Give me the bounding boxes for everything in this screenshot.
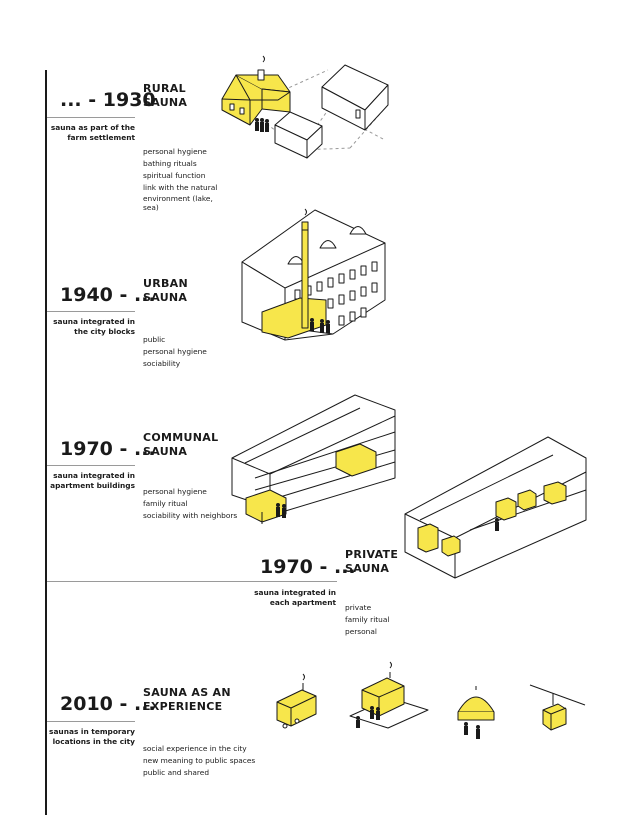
- era-year: 2010 - ...: [60, 693, 156, 715]
- feature-item: sociability with neighbors: [143, 511, 238, 520]
- timeline-axis: [45, 70, 47, 815]
- caption-line: sauna integrated in: [53, 471, 135, 480]
- feature-item: private: [345, 603, 372, 612]
- feature-item: environment (lake,: [143, 194, 213, 203]
- caption-line: saunas in temporary: [49, 727, 135, 736]
- urban-block-illustration: [241, 208, 386, 341]
- era-title-line: SAUNA AS AN: [143, 686, 231, 699]
- era-title-line: SAUNA: [143, 96, 188, 109]
- era-title-line: COMMUNAL: [143, 431, 219, 444]
- era-features: private family ritual personal: [345, 602, 389, 638]
- feature-item: family ritual: [345, 615, 390, 624]
- caption-line: apartment buildings: [50, 481, 135, 490]
- era-caption: sauna integrated in apartment buildings: [47, 471, 135, 491]
- caption-line: sauna integrated in: [53, 317, 135, 326]
- era-title: SAUNA AS AN EXPERIENCE: [143, 686, 231, 714]
- rural-farm-illustration: [221, 55, 389, 159]
- era-year: 1970 - ...: [260, 556, 356, 578]
- feature-item: public: [143, 335, 166, 344]
- era-title-line: SAUNA: [143, 445, 188, 458]
- era-title: URBAN SAUNA: [143, 277, 188, 305]
- caption-line: sauna integrated in: [254, 588, 336, 597]
- era-title: PRIVATE SAUNA: [345, 548, 398, 576]
- feature-item: personal: [345, 627, 377, 636]
- feature-item: sea): [143, 203, 159, 212]
- caption-line: farm settlement: [67, 133, 135, 142]
- era-caption: saunas in temporary locations in the cit…: [47, 727, 135, 747]
- era-title: COMMUNAL SAUNA: [143, 431, 218, 459]
- era-features: social experience in the city new meanin…: [143, 743, 255, 779]
- era-features: personal hygiene bathing rituals spiritu…: [143, 146, 217, 212]
- feature-item: personal hygiene: [143, 147, 207, 156]
- caption-line: the city blocks: [74, 327, 135, 336]
- era-year: ... - 1930: [60, 89, 156, 111]
- era-title-line: SAUNA: [143, 291, 188, 304]
- era-year: 1940 - ...: [60, 284, 156, 306]
- era-title-line: EXPERIENCE: [143, 700, 223, 713]
- caption-line: locations in the city: [52, 737, 135, 746]
- feature-item: personal hygiene: [143, 347, 207, 356]
- era-rule: [47, 311, 135, 312]
- feature-item: bathing rituals: [143, 159, 197, 168]
- era-title-line: PRIVATE: [345, 548, 399, 561]
- era-title-line: RURAL: [143, 82, 186, 95]
- era-title-line: URBAN: [143, 277, 189, 290]
- feature-item: link with the natural: [143, 183, 218, 192]
- era-caption: sauna as part of the farm settlement: [47, 123, 135, 143]
- feature-item: public and shared: [143, 768, 210, 777]
- caption-line: each apartment: [269, 598, 336, 607]
- era-features: public personal hygiene sociability: [143, 334, 207, 370]
- feature-item: spiritual function: [143, 171, 206, 180]
- communal-building-illustration: [231, 394, 396, 524]
- era-title-line: SAUNA: [345, 562, 390, 575]
- era-rule: [47, 581, 337, 582]
- feature-item: social experience in the city: [143, 744, 247, 753]
- feature-item: personal hygiene: [143, 487, 207, 496]
- era-features: personal hygiene family ritual sociabili…: [143, 486, 237, 522]
- era-rule: [47, 117, 135, 118]
- experience-illustration: [276, 661, 586, 739]
- feature-item: sociability: [143, 359, 181, 368]
- era-title: RURAL SAUNA: [143, 82, 187, 110]
- era-year: 1970 - ...: [60, 438, 156, 460]
- feature-item: new meaning to public spaces: [143, 756, 256, 765]
- era-caption: sauna integrated in each apartment: [240, 588, 336, 608]
- feature-item: family ritual: [143, 499, 188, 508]
- caption-line: sauna as part of the: [50, 123, 135, 132]
- era-caption: sauna integrated in the city blocks: [47, 317, 135, 337]
- era-rule: [47, 721, 135, 722]
- era-rule: [47, 465, 135, 466]
- private-building-illustration: [404, 436, 587, 579]
